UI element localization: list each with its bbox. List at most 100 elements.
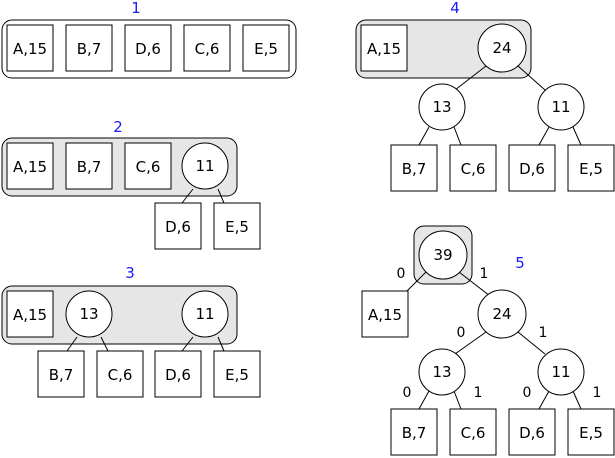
svg-text:D,6: D,6 — [165, 218, 191, 236]
svg-text:E,5: E,5 — [254, 40, 278, 58]
svg-text:13: 13 — [79, 305, 98, 323]
svg-text:E,5: E,5 — [225, 366, 249, 384]
svg-text:C,6: C,6 — [461, 160, 486, 178]
tree-edge — [418, 126, 430, 146]
leaf-box: B,7 — [65, 142, 113, 190]
edge-bit: 0 — [397, 266, 406, 282]
step-1: 1 A,15 B,7 D,6 C,6 E,5 — [1, 0, 297, 79]
svg-text:24: 24 — [492, 305, 511, 323]
tree-node: 24 — [477, 289, 527, 339]
svg-text:A,15: A,15 — [13, 158, 47, 176]
tree-edge — [406, 271, 427, 292]
svg-text:D,6: D,6 — [519, 160, 545, 178]
leaf-box: B,7 — [390, 144, 438, 192]
queue-container — [1, 137, 238, 197]
svg-text:D,6: D,6 — [135, 40, 161, 58]
leaf-box: C,6 — [96, 350, 144, 398]
tree-edge — [453, 126, 462, 146]
tree-node: 24 — [477, 23, 527, 73]
edge-bit: 1 — [539, 325, 548, 341]
step-3: 3 A,15 13 11 B,7 C,6 D,6 — [1, 264, 261, 398]
tree-node: 13 — [418, 83, 466, 131]
step-number: 1 — [131, 0, 141, 17]
tree-edge — [217, 188, 225, 204]
svg-text:C,6: C,6 — [461, 424, 486, 442]
svg-text:E,5: E,5 — [225, 218, 249, 236]
step-5: 5 39 0 1 A,15 24 0 1 13 0 1 — [361, 225, 615, 456]
svg-text:B,7: B,7 — [49, 366, 74, 384]
svg-text:B,7: B,7 — [402, 160, 427, 178]
svg-text:C,6: C,6 — [108, 366, 133, 384]
svg-text:39: 39 — [433, 246, 452, 264]
tree-node: 11 — [537, 348, 585, 396]
tree-edge — [517, 331, 546, 355]
leaf-box: D,6 — [154, 202, 202, 250]
svg-text:B,7: B,7 — [402, 424, 427, 442]
edge-bit: 0 — [403, 385, 412, 401]
edge-bit: 1 — [480, 266, 489, 282]
svg-text:B,7: B,7 — [77, 158, 102, 176]
leaf-box: C,6 — [183, 24, 231, 72]
leaf-box: D,6 — [154, 350, 202, 398]
svg-text:A,15: A,15 — [367, 40, 401, 58]
tree-edge — [538, 126, 550, 146]
edge-bit: 1 — [474, 385, 483, 401]
svg-text:11: 11 — [551, 98, 570, 116]
svg-text:11: 11 — [551, 363, 570, 381]
tree-edge — [454, 331, 487, 355]
leaf-box: A,15 — [6, 142, 54, 190]
tree-edge — [181, 188, 194, 204]
tree-edge — [538, 390, 550, 410]
tree-edge — [572, 126, 582, 146]
leaf-box: E,5 — [242, 24, 290, 72]
tree-edge — [458, 271, 491, 297]
leaf-box: A,15 — [6, 290, 54, 338]
tree-edge — [517, 65, 546, 91]
step-number: 5 — [515, 254, 525, 272]
step-number: 2 — [113, 118, 123, 136]
leaf-box: E,5 — [213, 202, 261, 250]
leaf-box: B,7 — [37, 350, 85, 398]
tree-edge — [418, 390, 430, 410]
leaf-box: B,7 — [390, 408, 438, 456]
tree-edge — [454, 65, 487, 91]
tree-edge — [181, 336, 194, 352]
svg-text:E,5: E,5 — [579, 424, 603, 442]
tree-edge — [453, 390, 462, 410]
svg-text:13: 13 — [432, 98, 451, 116]
step-number: 4 — [450, 0, 460, 17]
edge-bit: 0 — [457, 325, 466, 341]
svg-text:13: 13 — [432, 363, 451, 381]
svg-text:A,15: A,15 — [13, 40, 47, 58]
tree-node: 13 — [418, 348, 466, 396]
edge-bit: 1 — [593, 385, 602, 401]
step-4: 4 A,15 24 13 11 B,7 C,6 — [355, 0, 615, 192]
svg-text:11: 11 — [195, 157, 214, 175]
leaf-box: A,15 — [360, 24, 408, 72]
leaf-box: D,6 — [124, 24, 172, 72]
tree-node: 11 — [181, 142, 229, 190]
leaf-box: A,15 — [6, 24, 54, 72]
leaf-box: C,6 — [449, 144, 497, 192]
leaf-box: D,6 — [508, 144, 556, 192]
edge-bit: 0 — [523, 385, 532, 401]
tree-node: 39 — [418, 230, 468, 280]
leaf-box: A,15 — [361, 290, 409, 338]
step-2: 2 A,15 B,7 C,6 11 D,6 E,5 — [1, 118, 261, 250]
svg-text:11: 11 — [195, 305, 214, 323]
svg-text:E,5: E,5 — [579, 160, 603, 178]
svg-text:B,7: B,7 — [77, 40, 102, 58]
svg-text:D,6: D,6 — [519, 424, 545, 442]
tree-edge — [100, 336, 109, 352]
svg-text:C,6: C,6 — [195, 40, 220, 58]
svg-text:24: 24 — [492, 39, 511, 57]
leaf-box: C,6 — [449, 408, 497, 456]
leaf-box: E,5 — [567, 144, 615, 192]
tree-edge — [217, 336, 225, 352]
leaf-box: C,6 — [124, 142, 172, 190]
svg-text:A,15: A,15 — [13, 306, 47, 324]
queue-container — [1, 285, 238, 345]
step-number: 3 — [125, 264, 135, 282]
leaf-box: E,5 — [213, 350, 261, 398]
